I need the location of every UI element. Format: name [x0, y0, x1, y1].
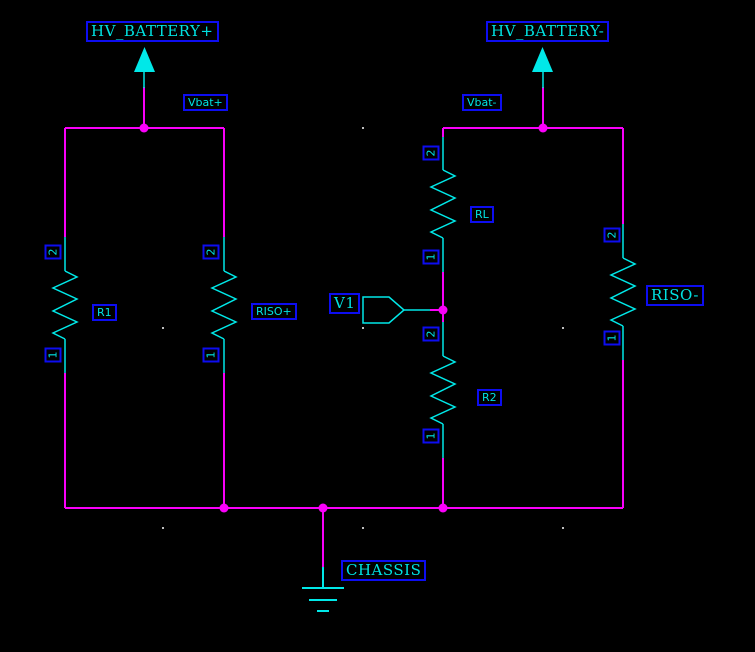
pin-number-risoplus-2[interactable]: 2: [202, 244, 220, 260]
pin-number-risominus-2[interactable]: 2: [603, 227, 621, 243]
chassis-ground-symbol[interactable]: [302, 567, 344, 612]
refdes-r1[interactable]: R1: [92, 304, 117, 321]
resistor-riso-minus[interactable]: [609, 224, 637, 360]
refdes-v1[interactable]: V1: [329, 293, 361, 314]
pin-number-risominus-1[interactable]: 1: [603, 330, 621, 346]
net-label-vbat-plus[interactable]: Vbat+: [183, 94, 228, 111]
resistor-riso-plus[interactable]: [210, 237, 238, 373]
power-label-hv-battery-minus[interactable]: HV_BATTERY-: [486, 21, 610, 42]
resistor-zigzag: [609, 257, 637, 327]
power-arrow-up-icon: [134, 47, 155, 72]
wires: [64, 87, 624, 567]
power-flag-negative[interactable]: [532, 47, 553, 88]
probe-flag-icon: [362, 296, 406, 324]
resistor-zigzag: [210, 270, 238, 340]
resistor-zigzag: [51, 270, 79, 340]
pin-number-r2-2[interactable]: 2: [422, 326, 440, 342]
pin-number-r1-1[interactable]: 1: [44, 347, 62, 363]
ground-label-chassis[interactable]: CHASSIS: [341, 560, 427, 581]
resistor-zigzag: [429, 169, 457, 239]
power-arrow-up-icon: [532, 47, 553, 72]
resistor-r1[interactable]: [51, 237, 79, 373]
resistor-rl[interactable]: [429, 137, 457, 272]
resistor-zigzag: [429, 355, 457, 425]
refdes-riso-minus[interactable]: RISO-: [646, 285, 704, 306]
junction-dots: [139, 123, 548, 513]
pin-number-r2-1[interactable]: 1: [422, 428, 440, 444]
refdes-r2[interactable]: R2: [477, 389, 502, 406]
grid-dots: [162, 127, 564, 529]
pin-number-risoplus-1[interactable]: 1: [202, 347, 220, 363]
pin-number-rl-2[interactable]: 2: [422, 145, 440, 161]
net-label-vbat-minus[interactable]: Vbat-: [462, 94, 502, 111]
pin-number-rl-1[interactable]: 1: [422, 249, 440, 265]
refdes-rl[interactable]: RL: [470, 206, 494, 223]
refdes-riso-plus[interactable]: RISO+: [251, 303, 297, 320]
voltage-probe-v1[interactable]: [362, 296, 430, 324]
pin-number-r1-2[interactable]: 2: [44, 244, 62, 260]
resistor-r2[interactable]: [429, 322, 457, 458]
power-label-hv-battery-plus[interactable]: HV_BATTERY+: [86, 21, 219, 42]
power-flag-positive[interactable]: [134, 47, 155, 88]
